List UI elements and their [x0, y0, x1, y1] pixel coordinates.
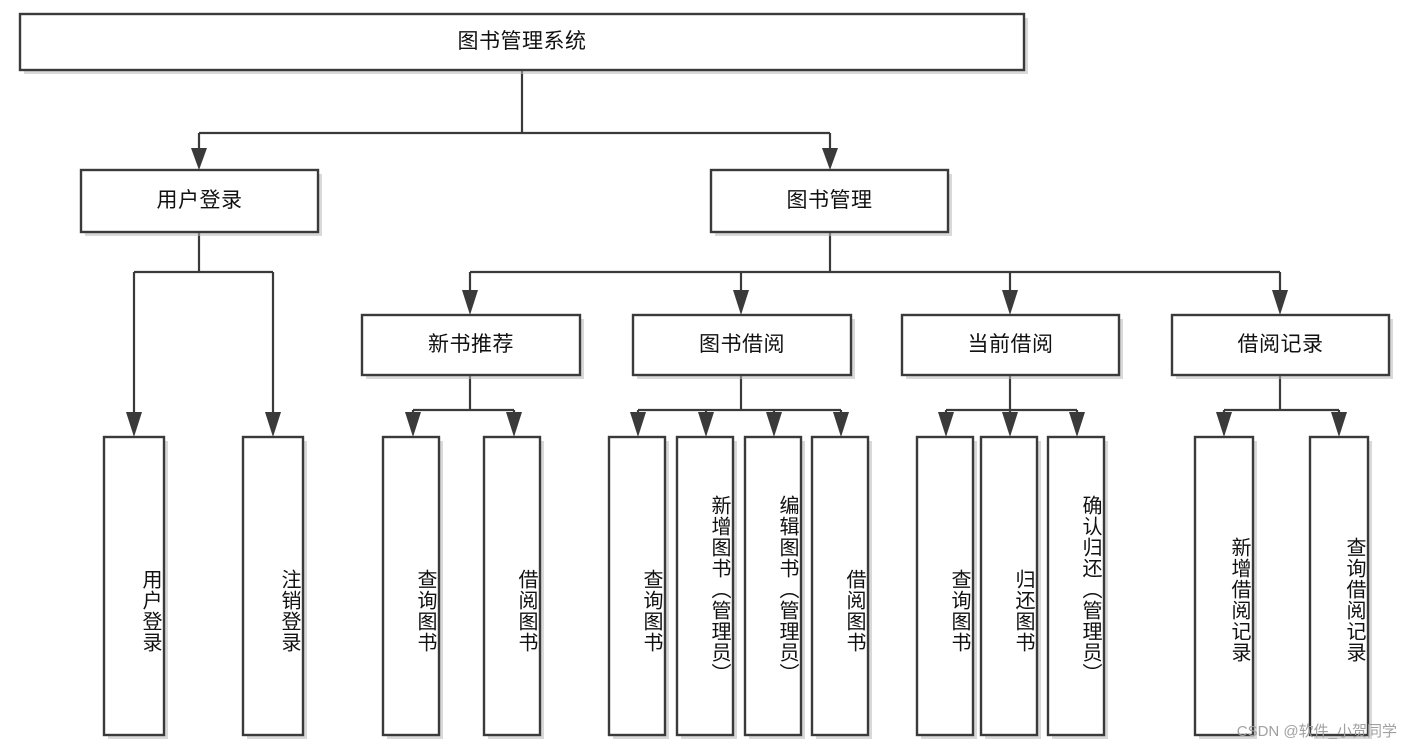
node-leaf-query-book-3[interactable]	[915, 435, 975, 737]
arrowhead-book-borrow	[733, 290, 749, 315]
arrowhead-current-borrow	[1002, 290, 1018, 315]
node-root[interactable]	[18, 12, 1026, 72]
arrowhead-leaf-borrow-book-2	[833, 412, 849, 437]
node-new-book-rec[interactable]	[360, 313, 582, 377]
arrowhead-user-login	[191, 148, 207, 170]
node-leaf-confirm-return[interactable]	[1046, 435, 1106, 737]
arrowhead-borrow-record	[1272, 290, 1288, 315]
arrowhead-leaf-query-book-2	[630, 412, 646, 437]
csdn-watermark: CSDN @软件_小贺同学	[1236, 723, 1397, 740]
node-leaf-user-login[interactable]	[102, 435, 166, 737]
arrowhead-leaf-add-book	[698, 412, 714, 437]
node-borrow-record[interactable]	[1170, 313, 1391, 377]
arrowhead-leaf-add-record	[1216, 412, 1232, 437]
arrowhead-leaf-logout	[265, 412, 281, 437]
node-leaf-return-book[interactable]	[979, 435, 1039, 737]
node-leaf-borrow-book-2[interactable]	[810, 435, 870, 737]
arrowhead-leaf-user-login	[126, 412, 142, 437]
node-book-borrow[interactable]	[631, 313, 853, 377]
arrowhead-leaf-return-book	[1002, 412, 1018, 437]
arrowhead-leaf-query-book-3	[938, 412, 954, 437]
node-leaf-query-book-2[interactable]	[607, 435, 667, 737]
node-leaf-query-record[interactable]	[1308, 435, 1370, 737]
node-book-manage[interactable]	[709, 168, 950, 234]
node-leaf-query-book-1[interactable]	[381, 435, 441, 737]
arrowhead-leaf-borrow-book-1	[506, 412, 522, 437]
arrowhead-leaf-edit-book	[766, 412, 782, 437]
arrowhead-book-manage	[822, 148, 838, 170]
node-leaf-add-book[interactable]	[675, 435, 735, 737]
node-leaf-logout[interactable]	[241, 435, 305, 737]
connector-layer	[126, 70, 1347, 437]
arrowhead-leaf-confirm-return	[1069, 412, 1085, 437]
node-leaf-borrow-book-1[interactable]	[482, 435, 542, 737]
arrowhead-leaf-query-record	[1331, 412, 1347, 437]
box-layer	[18, 12, 1391, 737]
node-current-borrow[interactable]	[900, 313, 1121, 377]
arrowhead-leaf-query-book-1	[405, 412, 421, 437]
node-leaf-add-record[interactable]	[1193, 435, 1255, 737]
node-leaf-edit-book[interactable]	[743, 435, 803, 737]
node-user-login[interactable]	[79, 168, 320, 234]
arrowhead-new-book-rec	[462, 290, 478, 315]
